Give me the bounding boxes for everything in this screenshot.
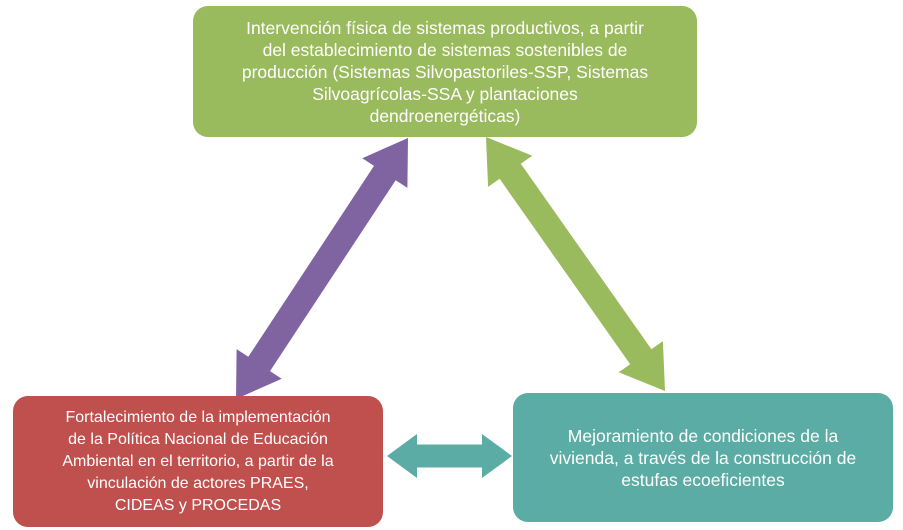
connector-bottom-left-bottom-right xyxy=(387,434,512,478)
connector-bottom-left-top xyxy=(236,138,408,399)
node-environmental-education-policy: Fortalecimiento de la implementación de … xyxy=(13,396,383,527)
node-environmental-education-policy-label: Fortalecimiento de la implementación de … xyxy=(62,408,334,514)
connector-bottom-right-top xyxy=(486,137,665,391)
node-housing-improvement: Mejoramiento de condiciones de la vivien… xyxy=(513,393,893,522)
node-physical-intervention: Intervención física de sistemas producti… xyxy=(193,6,697,137)
node-physical-intervention-label: Intervención física de sistemas producti… xyxy=(241,17,649,126)
node-housing-improvement-label: Mejoramiento de condiciones de la vivien… xyxy=(549,425,857,490)
